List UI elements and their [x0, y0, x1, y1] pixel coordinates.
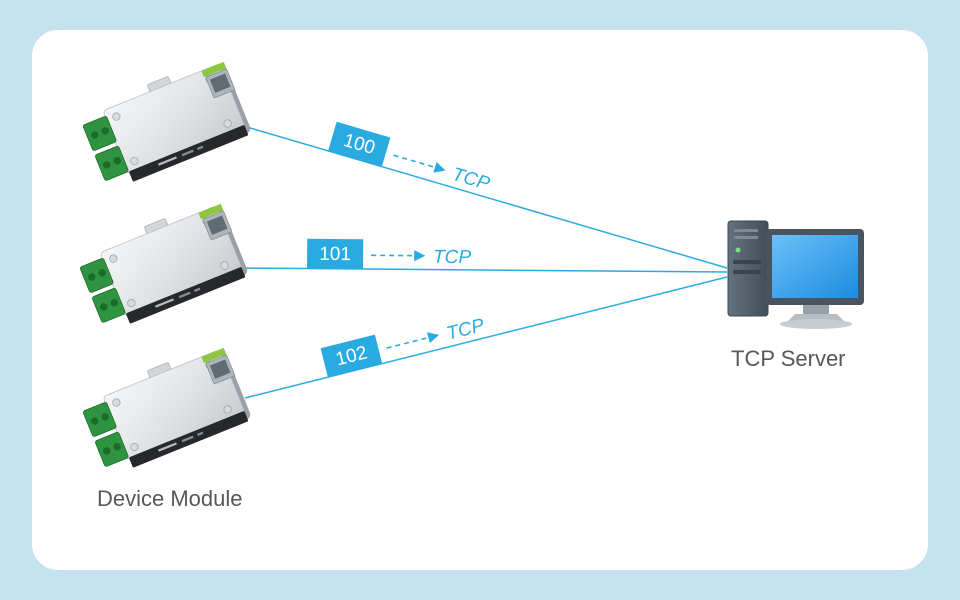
port-badge-101	[307, 238, 364, 270]
power-led	[735, 247, 741, 253]
tcp-text-2: TCP	[433, 247, 472, 268]
connection-line-1	[239, 124, 728, 269]
connection-label-2: 101 TCP	[307, 238, 472, 270]
port-badge-102	[320, 334, 383, 378]
tcp-server-label: TCP Server	[731, 346, 846, 371]
tower-vent	[734, 229, 758, 232]
tcp-server-icon	[727, 220, 864, 329]
port-badge-100	[328, 121, 391, 167]
connection-line-3	[244, 276, 728, 399]
monitor-base	[780, 319, 852, 329]
tower-vent	[734, 236, 758, 239]
server-tower	[727, 220, 769, 317]
content-card	[32, 30, 928, 570]
monitor-neck	[803, 305, 829, 314]
drive-slot	[733, 270, 761, 274]
device-module-label: Device Module	[97, 486, 243, 511]
drive-slot	[733, 260, 761, 264]
monitor-screen	[772, 235, 858, 298]
port-number-101: 101	[319, 244, 351, 265]
